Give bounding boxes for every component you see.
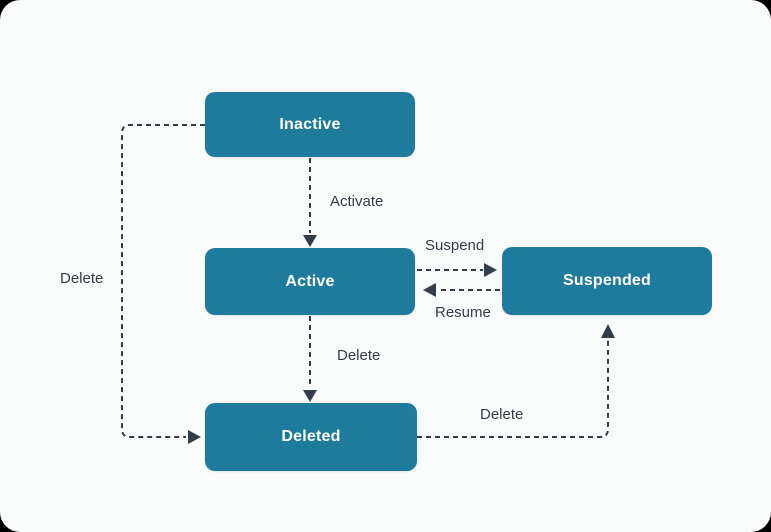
edge-suspend-arrowhead bbox=[484, 263, 497, 277]
edge-label-activate: Activate bbox=[330, 193, 384, 210]
edge-delete-mid-arrowhead bbox=[303, 390, 317, 402]
edge-resume-arrowhead bbox=[423, 283, 436, 297]
node-active: Active bbox=[205, 248, 415, 315]
node-inactive-label: Inactive bbox=[279, 115, 341, 133]
edge-label-suspend: Suspend bbox=[425, 237, 485, 254]
node-deleted-label: Deleted bbox=[281, 428, 341, 445]
edge-label-resume: Resume bbox=[435, 304, 491, 321]
edge-activate-arrowhead bbox=[303, 235, 317, 247]
edge-label-delete-mid: Delete bbox=[337, 347, 381, 364]
edge-delete-left-arrowhead bbox=[188, 430, 201, 444]
node-inactive: Inactive bbox=[205, 92, 415, 157]
node-active-label: Active bbox=[285, 272, 335, 290]
edge-delete-left-line bbox=[121, 124, 205, 438]
edge-delete-right-line bbox=[417, 339, 609, 438]
edge-delete-right-arrowhead bbox=[601, 324, 615, 338]
node-suspended-label: Suspended bbox=[562, 272, 652, 289]
node-suspended: Suspended bbox=[502, 247, 712, 315]
edge-label-delete-right: Delete bbox=[480, 406, 524, 423]
node-deleted: Deleted bbox=[205, 403, 417, 471]
edge-label-delete-left: Delete bbox=[60, 270, 104, 287]
